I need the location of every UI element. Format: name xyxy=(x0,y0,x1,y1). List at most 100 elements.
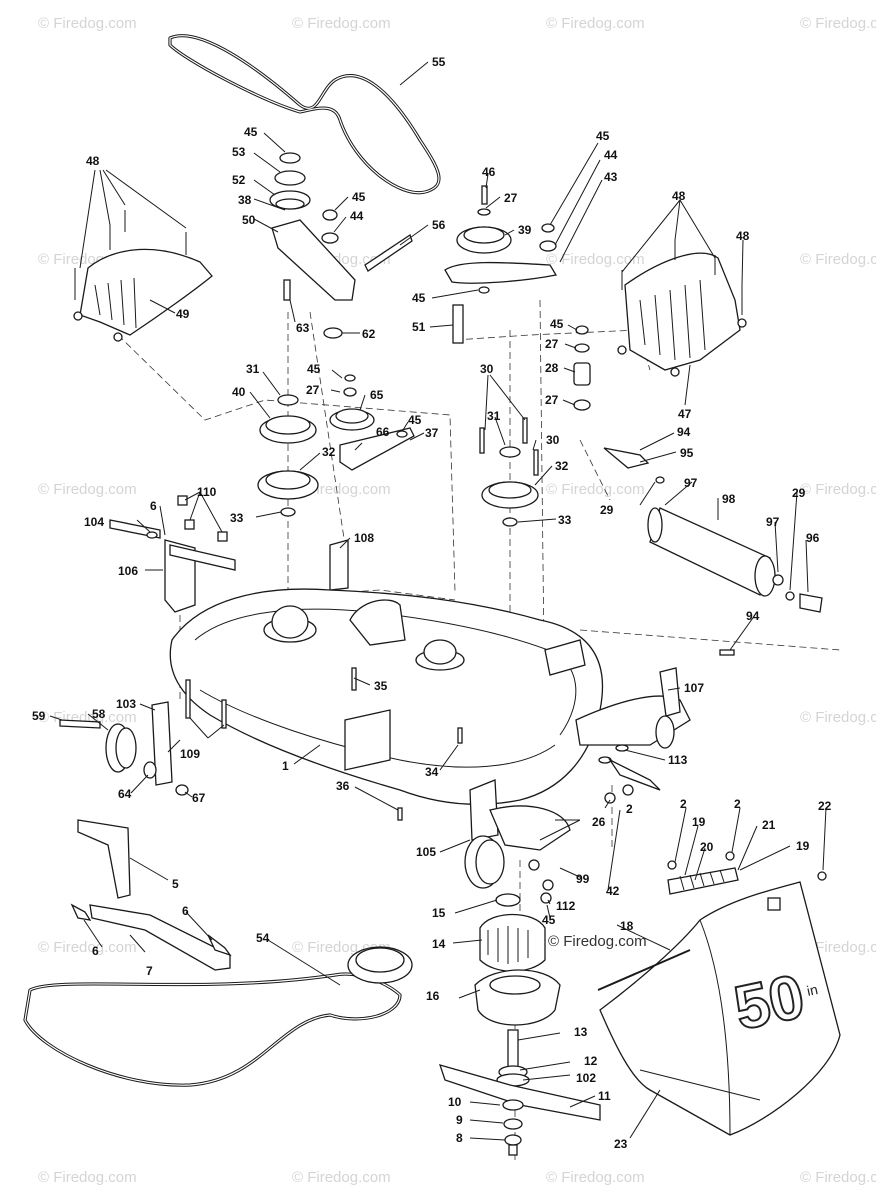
callout-26: 26 xyxy=(592,815,606,829)
callout-65: 65 xyxy=(370,388,384,402)
spacer-stack xyxy=(573,325,591,411)
callout-44: 44 xyxy=(350,209,364,223)
callout-32: 32 xyxy=(555,459,569,473)
callout-38: 38 xyxy=(238,193,252,207)
watermark-text: © Firedog.com xyxy=(38,481,137,498)
callout-49: 49 xyxy=(176,307,190,321)
callout-63: 63 xyxy=(296,321,310,335)
callout-21: 21 xyxy=(762,818,776,832)
callout-14: 14 xyxy=(432,937,446,951)
callout-20: 20 xyxy=(700,840,714,854)
callout-109: 109 xyxy=(180,747,200,761)
callout-110: 110 xyxy=(197,485,217,499)
callout-67: 67 xyxy=(192,791,206,805)
callout-6: 6 xyxy=(150,499,157,513)
callout-59: 59 xyxy=(32,709,46,723)
callout-106: 106 xyxy=(118,564,138,578)
watermark-text: © Firedog.com xyxy=(38,939,137,956)
callout-95: 95 xyxy=(680,446,694,460)
callout-33: 33 xyxy=(230,511,244,525)
callout-15: 15 xyxy=(432,906,446,920)
watermark-text: © Firedog.com xyxy=(546,481,645,498)
callout-29: 29 xyxy=(792,486,806,500)
front-caster-wheel xyxy=(464,835,505,889)
callout-31: 31 xyxy=(487,409,501,423)
front-hitch-brackets xyxy=(109,495,349,613)
left-spindle-pulleys xyxy=(257,394,319,517)
left-gauge-wheel xyxy=(59,679,227,796)
callout-5: 5 xyxy=(172,877,179,891)
callout-51: 51 xyxy=(412,320,426,334)
drive-belt-upper xyxy=(168,34,441,195)
idler-arm-right xyxy=(444,185,558,344)
callout-31: 31 xyxy=(246,362,260,376)
bag-decal-suffix: in xyxy=(805,981,819,999)
callout-11: 11 xyxy=(598,1089,611,1103)
watermark-text: © Firedog.com xyxy=(800,15,876,32)
callout-112: 112 xyxy=(556,899,576,913)
callout-45: 45 xyxy=(244,125,258,139)
callout-30: 30 xyxy=(480,362,494,376)
callout-10: 10 xyxy=(448,1095,462,1109)
watermark-text: © Firedog.com xyxy=(800,709,876,726)
watermark-center: © Firedog.com xyxy=(548,933,647,950)
drive-belt-lower xyxy=(23,946,413,1087)
callout-99: 99 xyxy=(576,872,590,886)
watermark-text: © Firedog.com xyxy=(800,251,876,268)
watermark-text: © Firedog.com xyxy=(546,15,645,32)
callout-18: 18 xyxy=(620,919,634,933)
callout-46: 46 xyxy=(482,165,496,179)
callout-39: 39 xyxy=(518,223,532,237)
callout-2: 2 xyxy=(680,797,687,811)
callout-2: 2 xyxy=(734,797,741,811)
watermark-text: © Firedog.com xyxy=(546,1169,645,1186)
callout-58: 58 xyxy=(92,707,106,721)
callout-56: 56 xyxy=(432,218,446,232)
callout-19: 19 xyxy=(796,839,810,853)
bag-decal-number: 50 xyxy=(729,962,811,1044)
callout-28: 28 xyxy=(545,361,559,375)
callout-47: 47 xyxy=(678,407,692,421)
watermark-text: © Firedog.com xyxy=(800,481,876,498)
callout-40: 40 xyxy=(232,385,246,399)
mower-deck xyxy=(169,588,691,851)
watermark-text: © Firedog.com xyxy=(546,251,645,268)
callout-94: 94 xyxy=(746,609,760,623)
watermark-text: © Firedog.com xyxy=(38,15,137,32)
callout-43: 43 xyxy=(604,170,618,184)
idler-pulley-65 xyxy=(329,374,415,471)
callout-36: 36 xyxy=(336,779,350,793)
watermark-text: © Firedog.com xyxy=(800,939,876,956)
leader-lines xyxy=(49,61,827,1141)
chute-rod xyxy=(597,949,691,991)
callout-22: 22 xyxy=(818,799,832,813)
callout-1: 1 xyxy=(282,759,289,773)
watermark-text: © Firedog.com xyxy=(292,1169,391,1186)
blade-spindle-assembly xyxy=(438,859,601,1156)
callout-9: 9 xyxy=(456,1113,463,1127)
callout-104: 104 xyxy=(84,515,104,529)
callout-50: 50 xyxy=(242,213,256,227)
callout-103: 103 xyxy=(116,697,136,711)
callout-48: 48 xyxy=(736,229,750,243)
callout-48: 48 xyxy=(672,189,686,203)
left-pulley-cover xyxy=(73,210,213,342)
callout-54: 54 xyxy=(256,931,270,945)
callout-23: 23 xyxy=(614,1137,628,1151)
callout-34: 34 xyxy=(425,765,439,779)
callout-33: 33 xyxy=(558,513,572,527)
callout-48: 48 xyxy=(86,154,100,168)
callout-45: 45 xyxy=(412,291,426,305)
watermark-text: © Firedog.com xyxy=(38,1169,137,1186)
deck-lift-links xyxy=(70,819,232,971)
callout-55: 55 xyxy=(432,55,446,69)
callout-94: 94 xyxy=(677,425,691,439)
callout-6: 6 xyxy=(92,944,99,958)
callout-13: 13 xyxy=(574,1025,588,1039)
callout-42: 42 xyxy=(606,884,620,898)
callout-19: 19 xyxy=(692,815,706,829)
callout-6: 6 xyxy=(182,904,189,918)
callout-37: 37 xyxy=(425,426,439,440)
callout-102: 102 xyxy=(576,1071,596,1085)
watermark-text: © Firedog.com xyxy=(800,1169,876,1186)
